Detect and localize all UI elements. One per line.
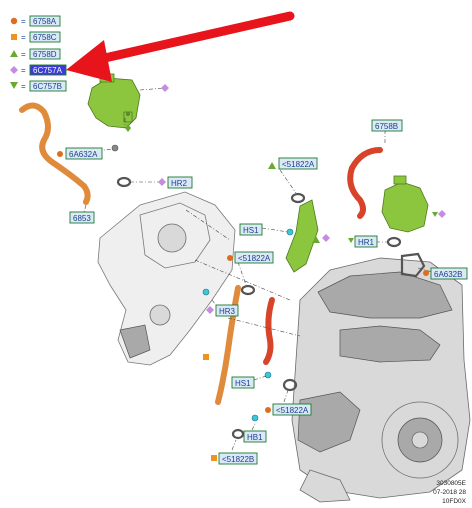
- legend: = 6758A = 6758C = 6758D = 6C757A = 6C757…: [10, 15, 67, 92]
- seal-51822b: [231, 428, 245, 440]
- legend-box-3-highlighted: [29, 64, 67, 76]
- callout-hs1-bottom-box: [231, 376, 255, 389]
- legend-box-0: [29, 15, 61, 27]
- diamond-marker: [322, 234, 330, 242]
- legend-box-4: [29, 80, 67, 92]
- diamond-marker: [161, 84, 169, 92]
- seal-51822a-mid: [240, 284, 256, 296]
- svg-text:=: =: [21, 66, 26, 75]
- marker-dot: [57, 151, 63, 157]
- legend-box-1: [29, 31, 61, 43]
- seal-51822a-top: [290, 192, 306, 204]
- callout-hb1-box: [243, 430, 267, 443]
- svg-text:=: =: [21, 82, 26, 91]
- svg-text:=: =: [21, 33, 26, 42]
- leader-lines: [79, 87, 433, 451]
- triangle-marker: [125, 124, 131, 132]
- seal-6a632b: [400, 252, 426, 278]
- callout-51822a-low-box: [272, 403, 312, 416]
- callout-hs1-top-box: [239, 223, 263, 236]
- callout-51822b: <51822B: [222, 455, 254, 464]
- coolant-reservoir-lower: [285, 175, 429, 273]
- footer-line-2: 07-2018 28: [433, 489, 466, 496]
- seal-hr1: [386, 236, 402, 248]
- callout-51822a-mid: <51822A: [238, 254, 271, 263]
- callout-hr1: HR1: [358, 238, 375, 247]
- hose-6853: [19, 102, 91, 205]
- legend-code-3: 6C757A: [33, 66, 63, 75]
- diamond-marker: [206, 306, 214, 314]
- legend-marker-triangle: [10, 50, 18, 57]
- diamond-marker: [438, 210, 446, 218]
- marker-dot: [265, 407, 271, 413]
- triangle-marker: [312, 236, 320, 243]
- legend-code-4: 6C757B: [33, 82, 62, 91]
- callout-51822b-box: [218, 452, 258, 465]
- callout-6a632b-box: [430, 267, 468, 280]
- callout-hs1-bottom: HS1: [235, 379, 251, 388]
- marker-dot: [227, 255, 233, 261]
- callout-hr2: HR2: [171, 179, 188, 188]
- callout-51822a-top-box: [278, 157, 318, 170]
- callout-6758b-box: [371, 119, 403, 132]
- callout-hr2-box: [167, 176, 193, 189]
- clip-fittings: [202, 228, 294, 422]
- square-marker: [203, 354, 209, 360]
- legend-marker-circle: [10, 17, 18, 25]
- callout-6a632b: 6A632B: [434, 270, 462, 279]
- legend-marker-diamond: [10, 66, 18, 74]
- callout-hr3: HR3: [219, 307, 236, 316]
- callout-6a632a: 6A632A: [69, 150, 98, 159]
- triangle-down-marker: [432, 212, 438, 217]
- callout-6853-box: [69, 211, 95, 224]
- hose-middle-red: [263, 297, 275, 365]
- callout-hb1: HB1: [247, 433, 263, 442]
- square-marker: [211, 455, 217, 461]
- coolant-reservoir-upper: [87, 73, 141, 152]
- engine-block: [291, 257, 471, 503]
- legend-marker-triangle-down: [10, 82, 18, 89]
- callout-hr3-box: [215, 304, 239, 317]
- callouts: 6A632A HR2 6853 6758B <51822A HS1 HR1 6A…: [57, 84, 468, 465]
- legend-code-1: 6758C: [33, 33, 57, 42]
- seal-hr2: [116, 176, 132, 188]
- callout-51822a-low: <51822A: [276, 406, 309, 415]
- marker-dot: [423, 270, 429, 276]
- callout-hr1-box: [354, 235, 378, 248]
- callout-6758b: 6758B: [375, 122, 398, 131]
- diamond-marker: [158, 178, 166, 186]
- legend-code-0: 6758A: [33, 17, 57, 26]
- callout-6a632a-box: [65, 147, 103, 160]
- legend-box-2: [29, 48, 61, 60]
- hose-6758b: [347, 147, 383, 219]
- legend-code-2: 6758D: [33, 50, 57, 59]
- legend-marker-square: [11, 34, 17, 40]
- callout-51822a-mid-box: [234, 251, 274, 264]
- triangle-down-marker: [348, 238, 354, 243]
- callout-6853: 6853: [73, 214, 91, 223]
- footer-line-1: 3030805E: [436, 480, 466, 487]
- triangle-marker: [268, 162, 276, 169]
- callout-51822a-top: <51822A: [282, 160, 315, 169]
- highlight-arrow: [66, 11, 295, 82]
- svg-text:=: =: [21, 17, 26, 26]
- timing-cover: [97, 191, 236, 366]
- callout-hs1-top: HS1: [243, 226, 259, 235]
- seal-51822a-low: [282, 378, 298, 392]
- footer-line-3: 10FD0X: [442, 498, 467, 505]
- svg-text:=: =: [21, 50, 26, 59]
- footer-codes: 3030805E 07-2018 28 10FD0X: [433, 480, 467, 505]
